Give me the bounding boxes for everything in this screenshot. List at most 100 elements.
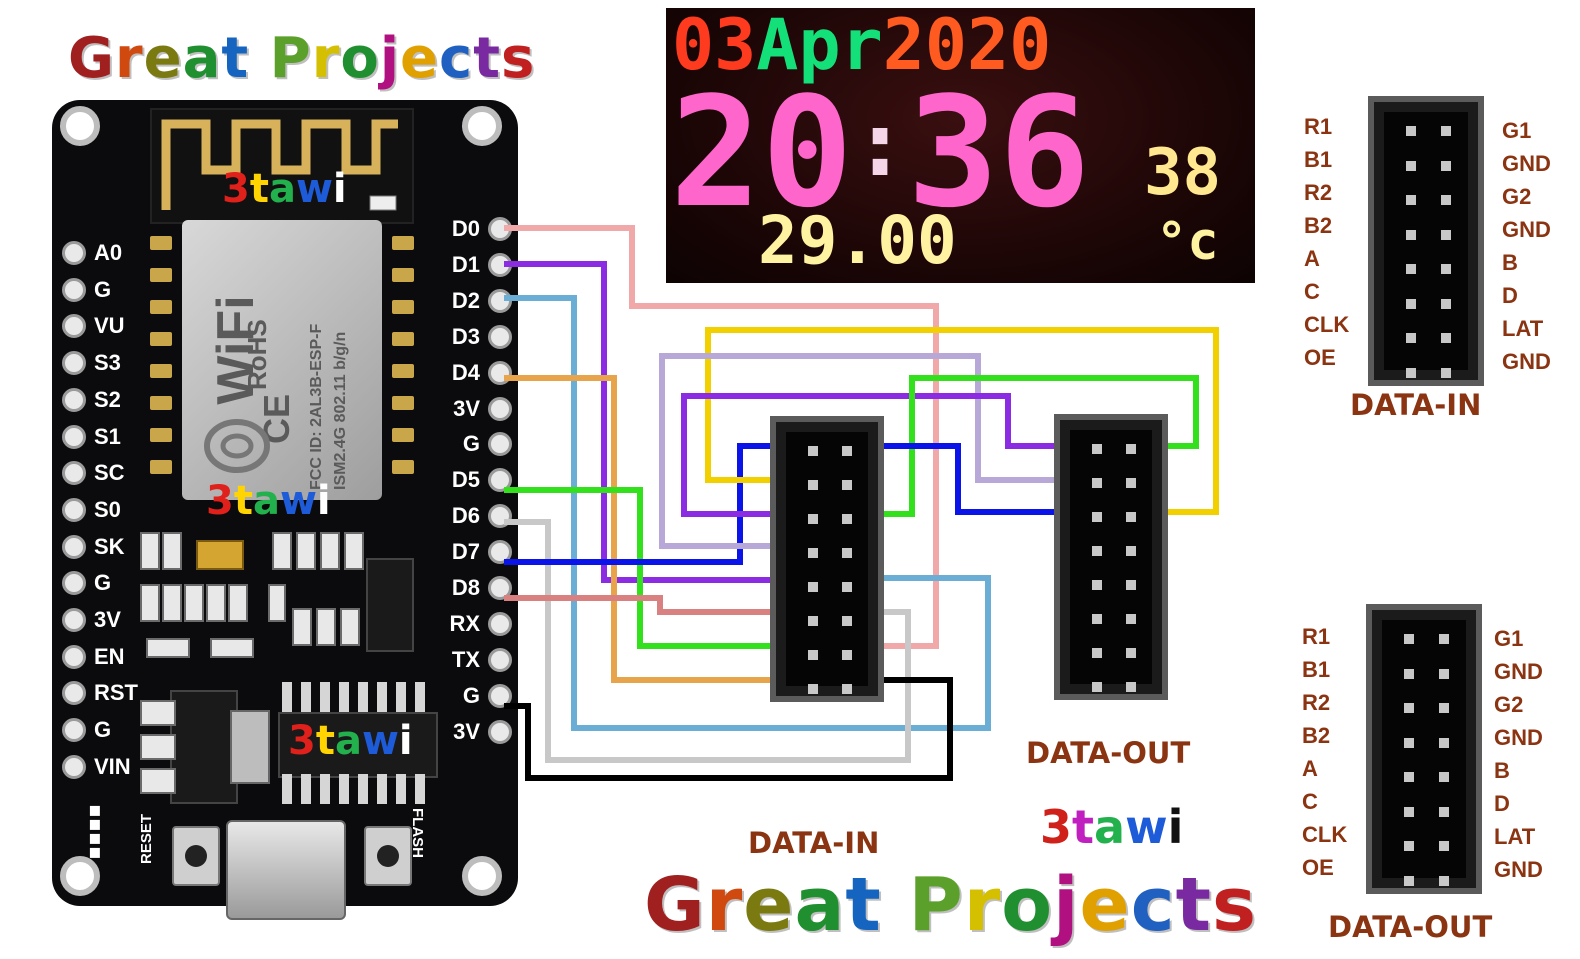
title-letter: e [1079, 862, 1131, 948]
board-pin-3v: 3V [453, 394, 512, 424]
header-pin [842, 616, 853, 626]
data-out-label-center: DATA-OUT [1026, 736, 1191, 770]
pin-pad-icon [488, 719, 512, 744]
title-letter: P [908, 862, 964, 948]
pin-label: 3V [453, 395, 480, 421]
pin-pad-icon [62, 314, 86, 339]
header-pin [1439, 806, 1450, 817]
title-letter: G [68, 26, 115, 91]
brand-letter: 3 [206, 478, 234, 524]
pinout-label-r2: R2 [1304, 180, 1333, 205]
title-letter: r [311, 26, 341, 91]
header-pin [1406, 229, 1417, 240]
date-year: 2020 [882, 4, 1052, 86]
rohs-text: RoHS [242, 319, 272, 390]
header-pin [807, 480, 818, 490]
time-second: 38 [1144, 136, 1222, 210]
pin-label: D8 [451, 575, 480, 600]
brand-letter: w [361, 718, 399, 764]
brand-letter: i [398, 718, 413, 764]
pin-pad-icon [488, 360, 512, 385]
smd-components [136, 528, 436, 708]
title-letter: G [644, 862, 706, 948]
title-letter: r [705, 862, 744, 948]
time-colon: : [853, 92, 908, 197]
data-in-label-right: DATA-IN [1350, 388, 1482, 422]
title-letter: t [221, 26, 250, 91]
pin-pad-icon [62, 461, 86, 486]
mount-hole [462, 106, 502, 146]
header-pin [842, 684, 853, 694]
pin-pad-icon [62, 387, 86, 412]
reset-button [172, 826, 220, 886]
ic-leg [358, 682, 368, 712]
brand-mark-module: 3tawi [206, 478, 331, 524]
pinout-label-c: C [1304, 279, 1320, 304]
header-pin [1126, 614, 1137, 624]
board-pin-rx: RX [449, 609, 512, 639]
wire-d7-blue [504, 443, 778, 565]
ic-leg [282, 774, 292, 804]
board-pin-vin: VIN [62, 752, 131, 782]
flash-label: FLASH [409, 808, 426, 858]
pinout-label-gnd: GND [1494, 659, 1543, 684]
pinout-label-oe: OE [1302, 855, 1334, 880]
pin-label: RX [449, 610, 480, 636]
pin-pad-icon [62, 424, 86, 449]
header-pin [807, 650, 818, 660]
time-hour: 20 [670, 64, 854, 241]
brand-letter: w [295, 166, 333, 212]
header-pin [1091, 444, 1102, 454]
pin-pad-icon [62, 644, 86, 669]
title-letter: e [143, 26, 183, 91]
header-pin [842, 446, 853, 456]
wire-d4-orange [504, 375, 778, 683]
header-pin [1091, 546, 1102, 556]
pin-label: VIN [94, 753, 131, 779]
pinout-label-b: B [1494, 758, 1510, 783]
ic-leg [415, 682, 425, 712]
brand-letter: t [249, 166, 269, 212]
board-pin-g: G [463, 681, 512, 711]
board-pin-3v: 3V [62, 605, 121, 635]
pinout-label-gnd: GND [1502, 217, 1551, 242]
pin-label: D6 [451, 503, 480, 529]
header-pin [1441, 229, 1452, 240]
ic-leg [377, 774, 387, 804]
header-pin [842, 514, 853, 524]
header-pin [1126, 682, 1137, 692]
header-pin [1441, 298, 1452, 309]
header-pin [1404, 634, 1415, 644]
castellated-pad [150, 300, 172, 314]
header-pin [1439, 737, 1450, 748]
title-letter: e [400, 26, 439, 91]
ic-leg [320, 682, 330, 712]
great-projects-title-top: Great Projects [68, 26, 535, 91]
castellated-pad [150, 364, 172, 378]
board-pin-tx: TX [452, 645, 512, 675]
brand-letter: a [1094, 800, 1126, 854]
header-pin [1091, 512, 1102, 522]
pin-pad-icon [488, 217, 512, 241]
pin-label: D0 [451, 216, 480, 241]
data-in-pinout-connector [1368, 96, 1484, 386]
pinout-label-d: D [1494, 791, 1510, 816]
header-pin [1091, 614, 1102, 624]
header-pin [1126, 580, 1137, 590]
pinout-label-b1: B1 [1302, 657, 1331, 682]
header-pin [807, 446, 818, 456]
title-letter: s [1211, 862, 1257, 948]
pinout-label-lat: LAT [1502, 316, 1544, 341]
brand-letter: a [252, 478, 280, 524]
wire-d2-steelblue [504, 295, 991, 731]
ic-leg [282, 682, 292, 712]
ic-leg [358, 774, 368, 804]
title-letter [249, 26, 270, 91]
pin-label: G [462, 682, 480, 708]
board-pin-d4: D4 [452, 358, 512, 388]
doit-logo-icon [204, 419, 270, 473]
header-pin [1441, 333, 1452, 344]
pinout-label-g1: G1 [1494, 626, 1524, 651]
board-pin-s2: S2 [62, 385, 121, 415]
pinout-label-lat: LAT [1494, 824, 1536, 849]
